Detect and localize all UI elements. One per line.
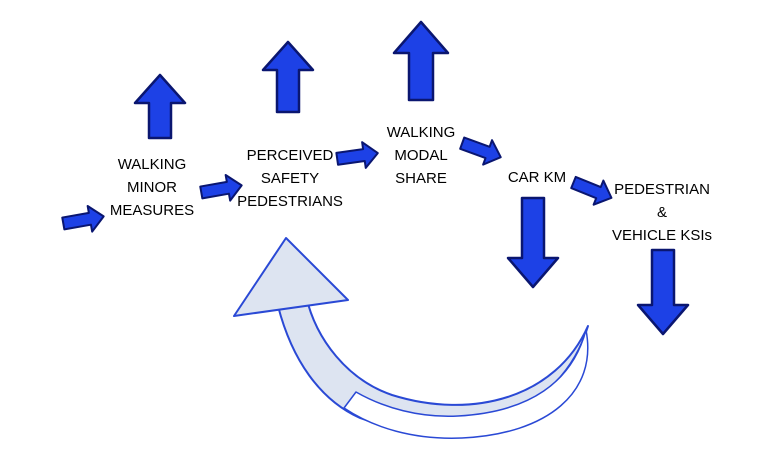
node-pedestrian-vehicle-ksis: PEDESTRIAN & VEHICLE KSIs [598, 178, 726, 247]
node-car-km: CAR KM [495, 166, 579, 189]
decrease-arrow-pedestrian-vehicle-ksis-icon [636, 248, 690, 336]
feedback-loop-arrowhead-icon [233, 237, 349, 317]
node-walking-modal-share: WALKING MODAL SHARE [369, 121, 473, 190]
node-label-line: SAFETY [260, 170, 320, 187]
node-label-line: PEDESTRIAN [614, 181, 710, 198]
node-label-line: & [656, 204, 667, 221]
flow-arrow-car-km-to-ksis-icon [570, 175, 613, 206]
flow-arrow-measures-to-perceived-safety-icon [199, 173, 243, 202]
decrease-arrow-car-km-icon [506, 196, 560, 289]
node-label-line: MODAL [394, 147, 448, 164]
node-label-line: WALKING [386, 124, 456, 141]
feedback-loop-arrow-overlay [343, 329, 589, 439]
increase-arrow-walking-modal-share-icon [392, 20, 450, 102]
node-walking-minor-measures: WALKING MINOR MEASURES [92, 153, 212, 222]
flow-arrow-input-to-walking-minor-measures-icon [61, 204, 105, 233]
node-label-line: WALKING [117, 156, 187, 173]
node-label-line: VEHICLE KSIs [611, 227, 713, 244]
node-label-line: PEDESTRIANS [237, 193, 343, 210]
increase-arrow-perceived-safety-icon [261, 40, 315, 114]
node-label-line: MEASURES [109, 202, 195, 219]
increase-arrow-walking-minor-measures-icon [133, 73, 187, 140]
node-label-line: SHARE [395, 170, 447, 187]
flow-arrow-modal-share-to-car-km-icon [459, 136, 502, 166]
node-perceived-safety-pedestrians: PERCEIVED SAFETY PEDESTRIANS [228, 144, 352, 213]
node-label-line: MINOR [127, 179, 177, 196]
node-label-line: PERCEIVED [246, 147, 334, 164]
node-label-line: CAR KM [507, 169, 567, 186]
flow-arrow-perceived-safety-to-modal-share-icon [335, 141, 379, 169]
